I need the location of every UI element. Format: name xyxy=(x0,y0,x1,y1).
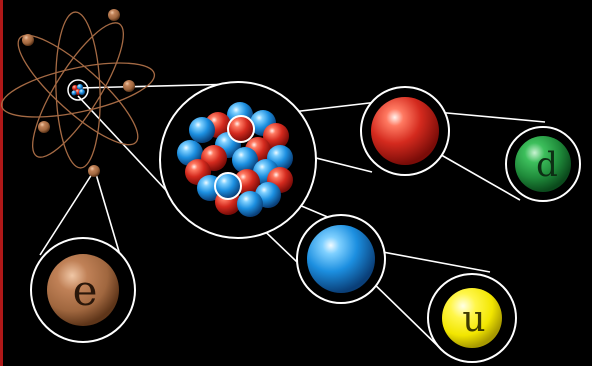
electron-icon xyxy=(47,254,119,326)
electron-orbits xyxy=(0,11,156,169)
electron-label: e xyxy=(73,266,98,315)
nucleon-cluster xyxy=(177,102,293,217)
down-quark-ball xyxy=(515,136,571,192)
down-quark-icon: d xyxy=(505,126,581,202)
atom-icon xyxy=(0,9,156,177)
electron-icon xyxy=(108,9,120,21)
nucleus-icon xyxy=(159,81,317,239)
orbit-3 xyxy=(32,22,124,158)
left-edge-bar xyxy=(0,0,3,366)
connector-u-top xyxy=(371,249,491,273)
electron-magnifier: e xyxy=(30,237,136,343)
electron-icon xyxy=(88,165,100,177)
connector-electron-left xyxy=(39,173,93,256)
neutron-icon xyxy=(189,117,215,143)
neutron-icon xyxy=(79,89,85,95)
atom-electrons xyxy=(22,9,135,177)
neutron-icon xyxy=(232,147,258,173)
proton-icon xyxy=(371,97,439,165)
electron-icon xyxy=(22,34,34,46)
neutron-icon xyxy=(77,84,83,90)
up-quark-icon: u xyxy=(427,273,517,363)
electron-icon xyxy=(123,80,135,92)
atom-nucleus-ring xyxy=(67,79,89,101)
neutron-icon xyxy=(71,90,77,96)
neutron-highlight-ring xyxy=(214,172,242,200)
proton-icon xyxy=(263,123,289,149)
proton-magnifier xyxy=(360,86,450,176)
connector-u-bottom xyxy=(367,277,443,351)
neutron-icon xyxy=(237,191,263,217)
connector-d-top xyxy=(435,111,546,123)
proton-highlight-ring xyxy=(227,115,255,143)
connector-d-bottom xyxy=(435,151,521,201)
orbit-1 xyxy=(0,62,156,118)
up-quark-ball xyxy=(442,288,502,348)
neutron-icon xyxy=(215,173,241,199)
connector-electron-right xyxy=(95,173,121,256)
proton-icon xyxy=(228,116,254,142)
neutron-magnifier xyxy=(296,214,386,304)
neutron-icon xyxy=(307,225,375,293)
down-quark-label: d xyxy=(536,145,558,185)
atom-nucleus-small xyxy=(67,79,89,101)
up-quark-label: u xyxy=(462,299,485,340)
orbit-2 xyxy=(17,34,139,146)
electron-icon xyxy=(38,121,50,133)
orbit-4 xyxy=(55,11,101,169)
